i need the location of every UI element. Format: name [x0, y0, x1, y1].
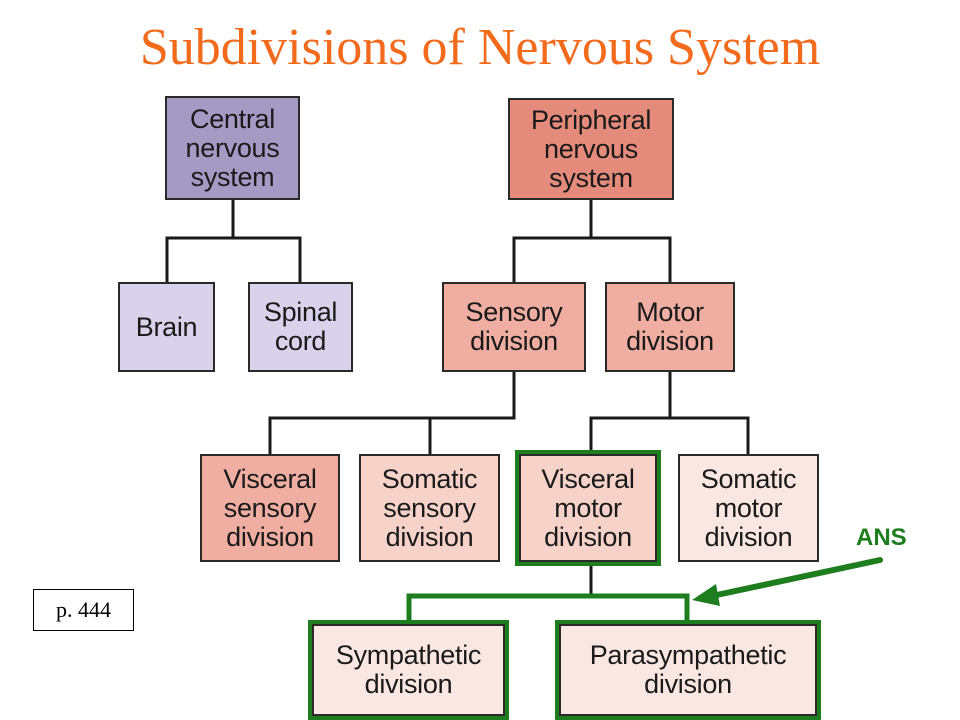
page-reference: p. 444	[33, 589, 134, 631]
node-visceral-sensory-division: Visceral sensory division	[200, 454, 340, 562]
ans-label: ANS	[856, 524, 907, 551]
node-parasympathetic-division: Parasympathetic division	[555, 620, 821, 720]
node-motor-division: Motor division	[605, 282, 735, 372]
arrow-icon	[692, 557, 883, 606]
node-central-nervous-system: Central nervous system	[165, 96, 300, 200]
node-somatic-motor-division: Somatic motor division	[678, 454, 819, 562]
node-visceral-motor-division: Visceral motor division	[515, 450, 661, 566]
node-spinal-cord: Spinal cord	[248, 282, 353, 372]
node-somatic-sensory-division: Somatic sensory division	[359, 454, 500, 562]
node-peripheral-nervous-system: Peripheral nervous system	[508, 98, 674, 200]
node-sensory-division: Sensory division	[442, 282, 586, 372]
node-brain: Brain	[118, 282, 215, 372]
page-title: Subdivisions of Nervous System	[139, 19, 821, 76]
node-sympathetic-division: Sympathetic division	[308, 620, 509, 720]
